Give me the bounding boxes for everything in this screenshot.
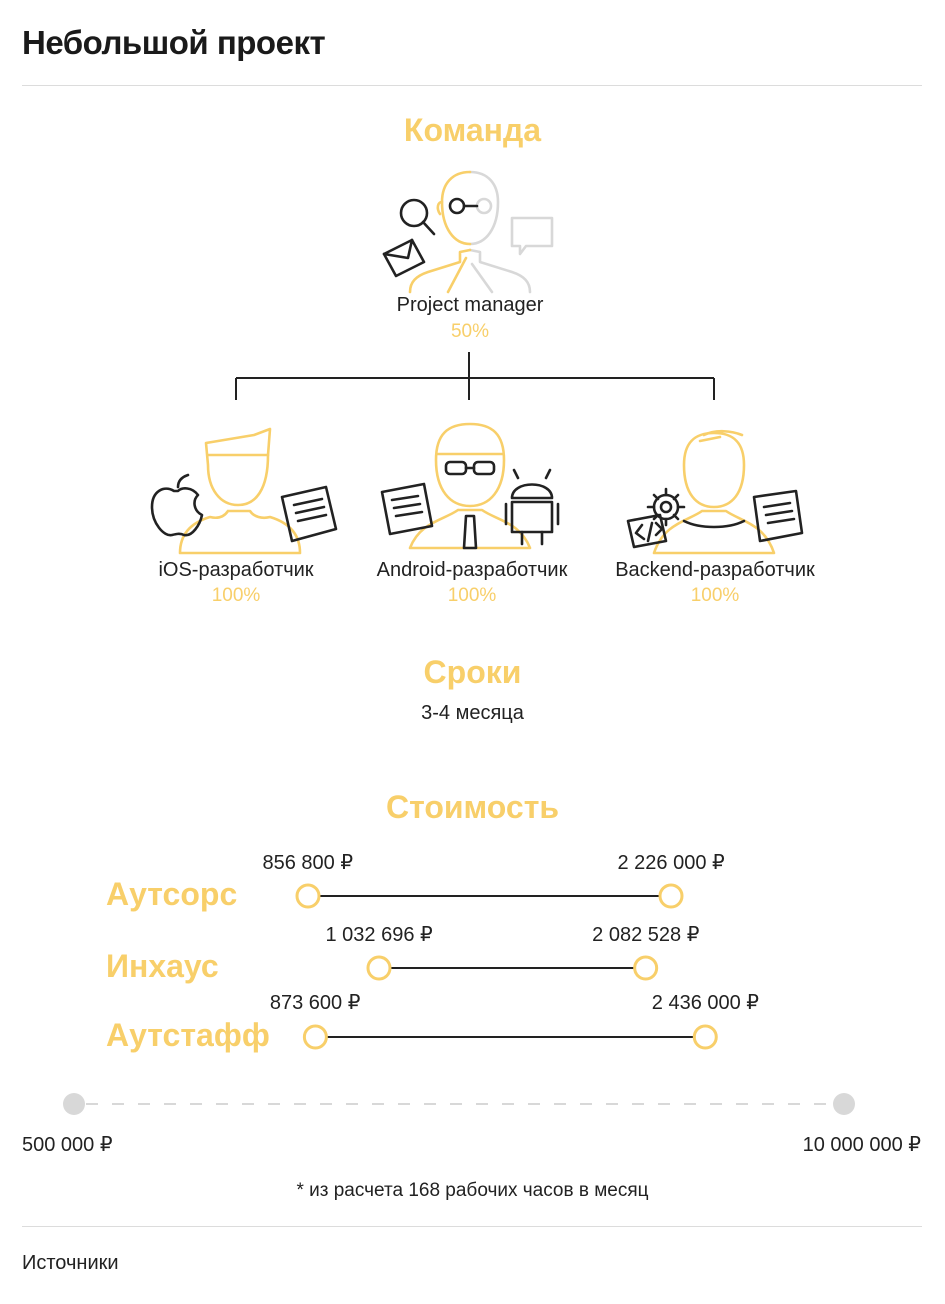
cost-min-label: 1 032 696 ₽: [325, 924, 433, 946]
cost-min-marker: [295, 883, 321, 909]
scale-min-dot: [63, 1093, 85, 1115]
cost-row-name: Аутстафф: [106, 1017, 270, 1053]
org-connector: [235, 352, 715, 400]
gear-icon: [646, 487, 686, 527]
cost-range-chart: [295, 883, 718, 1050]
team-title: Команда: [403, 112, 542, 148]
footer-divider: [22, 1226, 922, 1227]
timeline-title: Сроки: [423, 654, 522, 690]
header-divider: [22, 85, 922, 86]
envelope-icon: [382, 238, 426, 278]
cost-max-marker: [633, 955, 659, 981]
cost-scale: [63, 1093, 855, 1115]
magnifier-icon: [399, 198, 436, 236]
document-icon: [380, 482, 434, 536]
android-developer-load: 100%: [447, 585, 497, 606]
backend-developer-label: Backend-разработчик: [615, 559, 815, 581]
cost-row-name: Инхаус: [106, 948, 219, 984]
speech-bubble-icon: [510, 216, 554, 256]
cost-title: Стоимость: [385, 789, 560, 825]
project-manager-illustration: [382, 170, 554, 294]
cost-min-label: 856 800 ₽: [262, 852, 354, 874]
cost-max-label: 2 226 000 ₽: [617, 852, 725, 874]
footnote: * из расчета 168 рабочих часов в месяц: [296, 1180, 649, 1201]
android-icon: [504, 468, 560, 546]
cost-min-label: 873 600 ₽: [269, 992, 361, 1014]
cost-row-name: Аутсорс: [106, 876, 238, 912]
cost-min-marker: [366, 955, 392, 981]
project-manager-label: Project manager: [396, 294, 544, 316]
sources-link[interactable]: Источники: [22, 1252, 119, 1274]
cost-max-label: 2 082 528 ₽: [592, 924, 700, 946]
scale-min-label: 500 000 ₽: [22, 1134, 113, 1156]
android-developer-label: Android-разработчик: [376, 559, 568, 581]
apple-icon: [150, 473, 204, 537]
backend-developer-load: 100%: [690, 585, 740, 606]
page-title: Небольшой проект: [22, 24, 326, 61]
project-manager-load: 50%: [450, 321, 490, 342]
document-icon: [752, 489, 804, 543]
ios-developer-label: iOS-разработчик: [158, 559, 314, 581]
android-developer-illustration: [380, 422, 560, 550]
backend-developer-illustration: [626, 429, 804, 555]
cost-min-marker: [302, 1024, 328, 1050]
code-icon: [626, 513, 668, 549]
cost-max-marker: [692, 1024, 718, 1050]
cost-max-label: 2 436 000 ₽: [651, 992, 760, 1014]
cost-max-marker: [658, 883, 684, 909]
document-icon: [280, 485, 338, 543]
ios-developer-load: 100%: [211, 585, 261, 606]
timeline-value: 3-4 месяца: [421, 702, 524, 724]
scale-max-dot: [833, 1093, 855, 1115]
scale-max-label: 10 000 000 ₽: [802, 1134, 921, 1156]
ios-developer-illustration: [150, 427, 338, 555]
